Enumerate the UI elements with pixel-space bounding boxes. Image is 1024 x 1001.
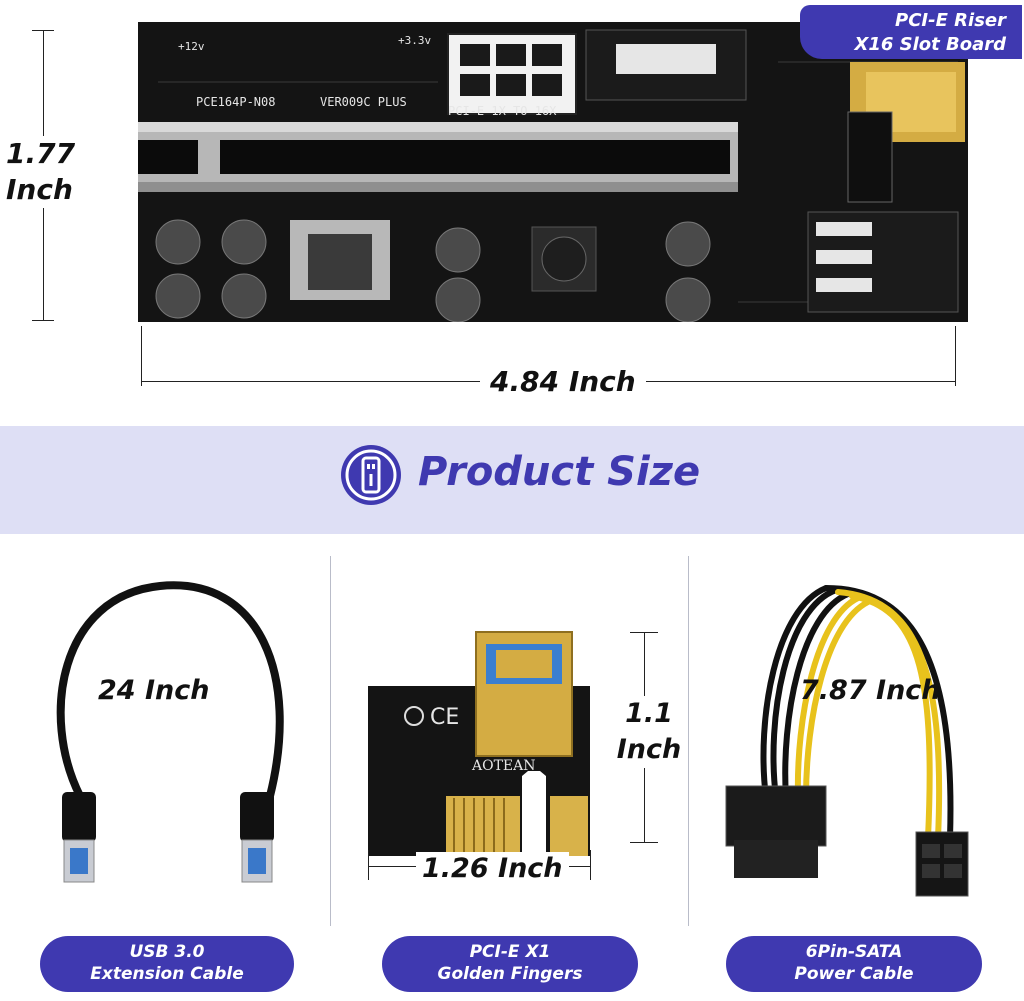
pcie-x1-illustration: CE: [350, 626, 620, 866]
pcie-height-label: 1.1 Inch: [614, 696, 684, 768]
pcie-width-label: 1.26 Inch: [416, 852, 569, 886]
silk-connector: PCI-E 1X TO 16X: [448, 104, 557, 118]
height-dim-label: 1.77 Inch: [6, 136, 76, 208]
badge-line-2: X16 Slot Board: [854, 34, 1006, 55]
section-title: Product Size: [418, 449, 701, 495]
sata-cable-illustration: [706, 568, 1006, 908]
badge-line-1: PCI-E Riser: [895, 10, 1006, 31]
usb-plug-icon: [338, 442, 404, 508]
pcie-x1-label-line-2: Golden Fingers: [437, 964, 583, 984]
section-band: [0, 426, 1024, 534]
product-badge: PCI-E Riser X16 Slot Board: [800, 5, 1022, 59]
usb-cable-label-line-1: USB 3.0: [129, 942, 205, 962]
separator-2: [688, 556, 689, 926]
silk-version: VER009C PLUS: [320, 95, 407, 109]
sata-cable-label-line-1: 6Pin-SATA: [805, 942, 903, 962]
pcie-height-tick-bottom: [630, 842, 658, 843]
silk-12v: +12v: [178, 40, 205, 53]
usb-cable-label-line-2: Extension Cable: [90, 964, 244, 984]
svg-text:CE: CE: [430, 705, 459, 730]
pcie-x1-label-line-1: PCI-E X1: [469, 942, 551, 962]
pcie-x1-brand: AOTEAN: [472, 758, 536, 774]
height-dim-unit: Inch: [6, 173, 73, 206]
height-dim-value: 1.77: [6, 137, 76, 170]
width-dim-tick-right: [955, 326, 956, 386]
pcie-x1-label: PCI-E X1 Golden Fingers: [382, 936, 638, 992]
pcie-height-unit: Inch: [616, 734, 682, 765]
height-dim-tick-bottom: [32, 320, 54, 321]
usb-cable-illustration: [30, 556, 320, 886]
width-dim-tick-left: [141, 326, 142, 386]
pcie-width-tick-right: [590, 850, 591, 880]
pcie-height-value: 1.1: [625, 698, 673, 729]
separator-1: [330, 556, 331, 926]
silk-model: PCE164P-N08: [196, 95, 276, 109]
riser-board-illustration: [118, 22, 968, 323]
usb-cable-label: USB 3.0 Extension Cable: [40, 936, 294, 992]
sata-cable-label: 6Pin-SATA Power Cable: [726, 936, 982, 992]
usb-cable-dimension: 24 Inch: [98, 675, 210, 706]
width-dim-label: 4.84 Inch: [480, 364, 646, 400]
silk-33v: +3.3v: [398, 34, 432, 47]
sata-cable-label-line-2: Power Cable: [794, 964, 914, 984]
pcie-width-tick-left: [368, 850, 369, 880]
sata-cable-dimension: 7.87 Inch: [800, 675, 941, 706]
